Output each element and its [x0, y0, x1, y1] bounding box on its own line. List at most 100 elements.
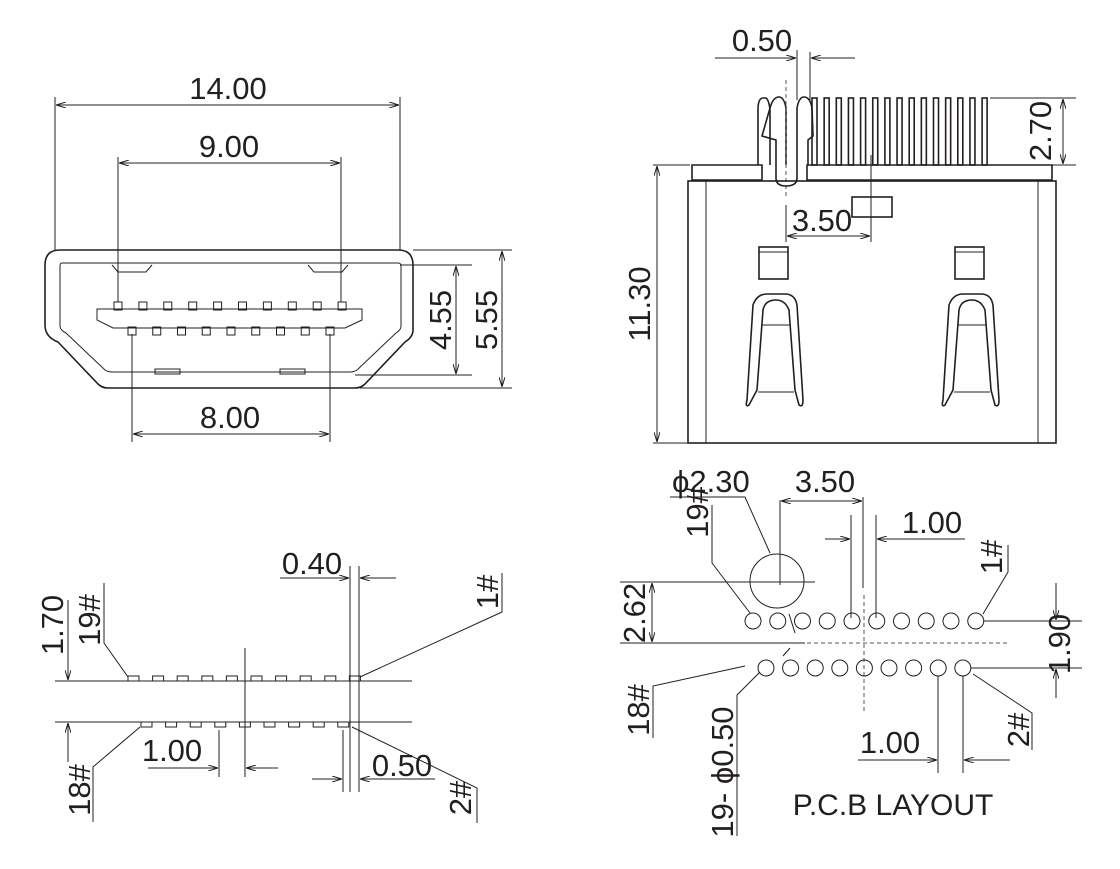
shell-outline [44, 249, 414, 389]
dim-body-length: 11.30 [622, 266, 657, 341]
shell-inner [59, 262, 402, 373]
label-pin-19: 19# [72, 593, 107, 645]
footprint-pad [165, 721, 178, 728]
footprint-pad [189, 721, 202, 728]
contact-pin [262, 301, 272, 311]
pcb-hole [818, 612, 836, 630]
label-pin-2: 2# [443, 780, 478, 815]
pcb-hole [757, 659, 775, 677]
contact-pin [276, 326, 285, 336]
solder-tail [847, 97, 855, 166]
bottom-tab [279, 368, 306, 375]
solder-tail [835, 97, 843, 166]
fork-pin [796, 96, 814, 165]
fork-pin [761, 96, 787, 165]
footprint-pad [275, 675, 288, 682]
connector-body [687, 180, 1057, 444]
contact-pin [251, 326, 261, 336]
pcb-hole [929, 659, 947, 677]
solder-tail [981, 97, 988, 166]
pcb-hole [967, 612, 985, 630]
pcb-hole [831, 659, 849, 677]
solder-tail [969, 97, 976, 166]
footprint-pad [337, 721, 350, 728]
latch-left [111, 264, 153, 273]
pcb-hole [843, 612, 861, 630]
dim-pad-width: 0.40 [282, 546, 342, 581]
tongue [96, 308, 363, 329]
footprint-pad [288, 721, 301, 728]
top-view: 0.50 2.70 11.30 3.50 [622, 23, 1076, 444]
solder-tail [884, 97, 891, 166]
slot [775, 165, 798, 187]
label-pin-19: 19# [680, 485, 715, 537]
body-marker [851, 196, 893, 218]
mounting-leg [941, 293, 1000, 407]
footprint-pad [238, 721, 251, 728]
pcb-hole [868, 612, 886, 630]
dim-pitch-top: 1.00 [902, 505, 962, 540]
pcb-hole [855, 659, 873, 677]
contact-pin [337, 301, 347, 311]
dim-pitch-bottom: 1.00 [860, 725, 920, 760]
footprint-pad [176, 675, 189, 682]
dim-pin-width: 0.50 [732, 23, 792, 58]
label-pin-18: 18# [621, 683, 656, 735]
footprint-pad [348, 675, 361, 682]
front-view: 14.00 9.00 8.00 4.55 5.55 [44, 71, 512, 442]
pcb-hole [880, 659, 898, 677]
contact-pin [188, 301, 198, 311]
solder-tail [932, 97, 940, 166]
footprint-pad [201, 675, 214, 682]
contact-pin [163, 301, 173, 311]
pcb-hole [769, 612, 787, 630]
fork-pin [757, 97, 771, 165]
solder-tail [859, 97, 867, 166]
pcb-layout-title: P.C.B LAYOUT [793, 789, 994, 822]
dim-hole-row-offset: 2.62 [617, 583, 652, 643]
pcb-hole [893, 612, 910, 630]
footprint-pad [299, 675, 312, 682]
solder-tail [871, 97, 879, 166]
dim-half-pitch: 0.50 [372, 748, 432, 783]
contact-pin [287, 301, 297, 311]
dim-height-total: 5.55 [469, 290, 504, 350]
label-pin-1: 1# [470, 574, 505, 609]
footprint-pad [263, 721, 276, 728]
pcb-hole [954, 659, 972, 677]
dim-pin-height: 2.70 [1023, 101, 1058, 161]
footprint-pad [324, 675, 337, 682]
label-pin-2: 2# [1001, 712, 1036, 747]
solder-tail [920, 97, 928, 166]
pcb-hole [794, 612, 811, 630]
dim-height-inner: 4.55 [423, 290, 458, 350]
solder-tail [944, 97, 952, 166]
solder-tail [956, 97, 964, 166]
dim-offset: 3.50 [792, 203, 852, 238]
contact-pin [177, 326, 186, 336]
latch-right [307, 264, 349, 273]
bottom-tab [154, 368, 181, 375]
contact-pin [300, 326, 310, 336]
footprint-pad [152, 675, 165, 682]
contact-pin [238, 301, 247, 311]
label-pin-1: 1# [974, 539, 1009, 574]
pcb-hole [942, 612, 960, 630]
footprint-pad [127, 675, 140, 682]
pcb-hole [806, 659, 824, 677]
solder-tail [896, 97, 903, 166]
contact-pin [138, 301, 148, 311]
dim-hole-diameter: ϕ2.30 [672, 464, 750, 499]
pcb-hole [905, 659, 923, 677]
peg-right [954, 246, 985, 280]
dim-width-total: 14.00 [189, 71, 267, 106]
footprint-pad [214, 721, 227, 728]
label-pad-spec: 19- ϕ0.50 [705, 706, 740, 837]
pcb-hole [917, 612, 935, 630]
footprint-pad [225, 675, 238, 682]
pcb-layout: ϕ2.30 3.50 1.00 19# 1# 2.62 1.90 18# 19-… [617, 464, 1082, 838]
solder-tail [908, 97, 916, 166]
pcb-hole [782, 659, 800, 677]
mounting-leg [745, 293, 804, 407]
